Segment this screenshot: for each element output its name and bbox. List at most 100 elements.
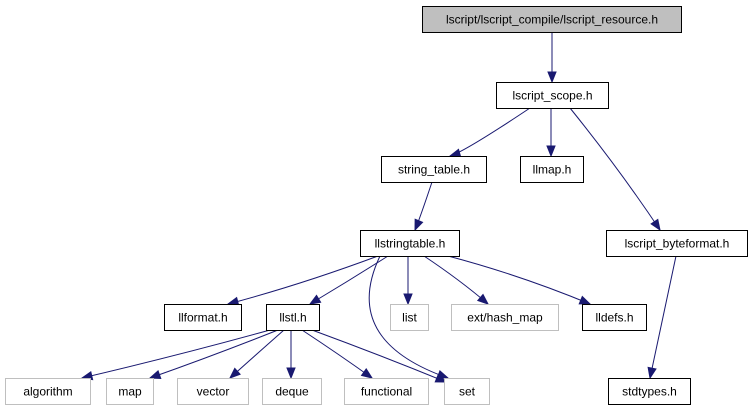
node-box [266,304,320,331]
edge-line [449,107,531,157]
edge-llstl-to-deque [286,330,296,380]
node-label: llmap.h [533,163,572,177]
node-label: llformat.h [178,311,227,325]
edge-line [149,329,279,379]
edges-layer [80,32,677,383]
arrow-head-icon [414,218,424,232]
node-vector[interactable]: vector [177,378,249,405]
edge-llstl-to-set [311,329,448,383]
node-llformat[interactable]: llformat.h [164,304,242,331]
arrow-head-icon [434,373,448,383]
edge-llstl-to-vector [228,329,285,379]
node-lldefs[interactable]: lldefs.h [582,304,647,331]
node-string_table[interactable]: string_table.h [381,156,487,183]
edge-line [301,329,373,379]
node-llmap[interactable]: llmap.h [520,156,584,183]
node-label: stdtypes.h [622,385,677,399]
edge-line [311,329,447,383]
node-label: functional [361,385,412,399]
node-box [496,82,609,109]
edge-line [447,255,591,305]
node-deque[interactable]: deque [262,378,322,405]
arrow-head-icon [148,370,162,379]
node-label: lscript_byteformat.h [625,237,730,251]
edge-lscript_byteformat-to-stdtypes [647,255,677,380]
node-label: list [402,311,417,325]
node-lscript_byteformat[interactable]: lscript_byteformat.h [606,230,748,257]
node-algorithm[interactable]: algorithm [5,378,91,405]
edge-line [569,107,661,231]
node-box [262,378,322,405]
edge-lscript_resource-to-lscript_scope [547,32,557,84]
edge-llstringtable-to-lldefs [447,255,592,305]
arrow-head-icon [547,71,557,84]
edge-lscript_scope-to-lscript_byteformat [569,107,661,232]
edge-llstringtable-to-hash_map [423,255,490,305]
node-stdtypes[interactable]: stdtypes.h [608,378,691,405]
node-box [606,230,748,257]
edge-lscript_scope-to-string_table [448,107,531,158]
edge-llstl-to-map [148,329,279,379]
arrow-head-icon [403,293,413,306]
arrow-head-icon [476,293,490,305]
arrow-head-icon [650,218,661,232]
edge-line [368,255,449,379]
edge-llstl-to-functional [301,329,374,379]
node-hash_map[interactable]: ext/hash_map [451,304,559,331]
edge-llstringtable-to-list [403,256,413,306]
node-box [608,378,691,405]
arrow-head-icon [546,145,556,158]
node-llstl[interactable]: llstl.h [266,304,320,331]
node-functional[interactable]: functional [344,378,429,405]
nodes-layer: lscript/lscript_compile/lscript_resource… [5,6,748,405]
node-box [360,230,460,257]
arrow-head-icon [448,148,462,158]
node-box [381,156,487,183]
node-label: set [459,385,476,399]
edge-llstringtable-to-llstl [308,255,389,305]
node-set[interactable]: set [444,378,490,405]
node-label: lscript/lscript_compile/lscript_resource… [446,13,658,27]
node-map[interactable]: map [106,378,154,405]
node-box [106,378,154,405]
edge-line [649,255,677,379]
node-label: map [118,385,142,399]
node-box [582,304,647,331]
node-box [177,378,249,405]
node-box [5,378,91,405]
edge-lscript_scope-to-llmap [546,108,556,158]
node-box [444,378,490,405]
node-box [344,378,429,405]
node-label: deque [275,385,309,399]
edge-llstringtable-to-llformat [226,255,379,306]
node-box [164,304,242,331]
arrow-head-icon [578,295,592,305]
node-lscript_resource[interactable]: lscript/lscript_compile/lscript_resource… [422,6,682,33]
node-label: lscript_scope.h [512,89,592,103]
node-box [520,156,584,183]
edge-line [81,329,271,379]
node-label: lldefs.h [595,311,633,325]
node-label: llstringtable.h [375,237,446,251]
node-box [422,6,682,33]
node-list[interactable]: list [390,304,429,331]
node-lscript_scope[interactable]: lscript_scope.h [496,82,609,109]
edge-llstl-to-algorithm [80,329,271,381]
node-label: ext/hash_map [467,311,543,325]
node-label: algorithm [23,385,72,399]
edge-line [229,329,285,379]
edge-string_table-to-llstringtable [414,181,433,232]
node-llstringtable[interactable]: llstringtable.h [360,230,460,257]
node-box [390,304,429,331]
node-label: vector [197,385,230,399]
edge-line [227,255,379,305]
arrow-head-icon [360,368,374,379]
arrow-head-icon [228,367,241,379]
arrow-head-icon [308,294,322,305]
arrow-head-icon [647,366,657,380]
node-box [451,304,559,331]
node-label: string_table.h [398,163,470,177]
node-label: llstl.h [279,311,306,325]
edge-line [423,255,489,305]
